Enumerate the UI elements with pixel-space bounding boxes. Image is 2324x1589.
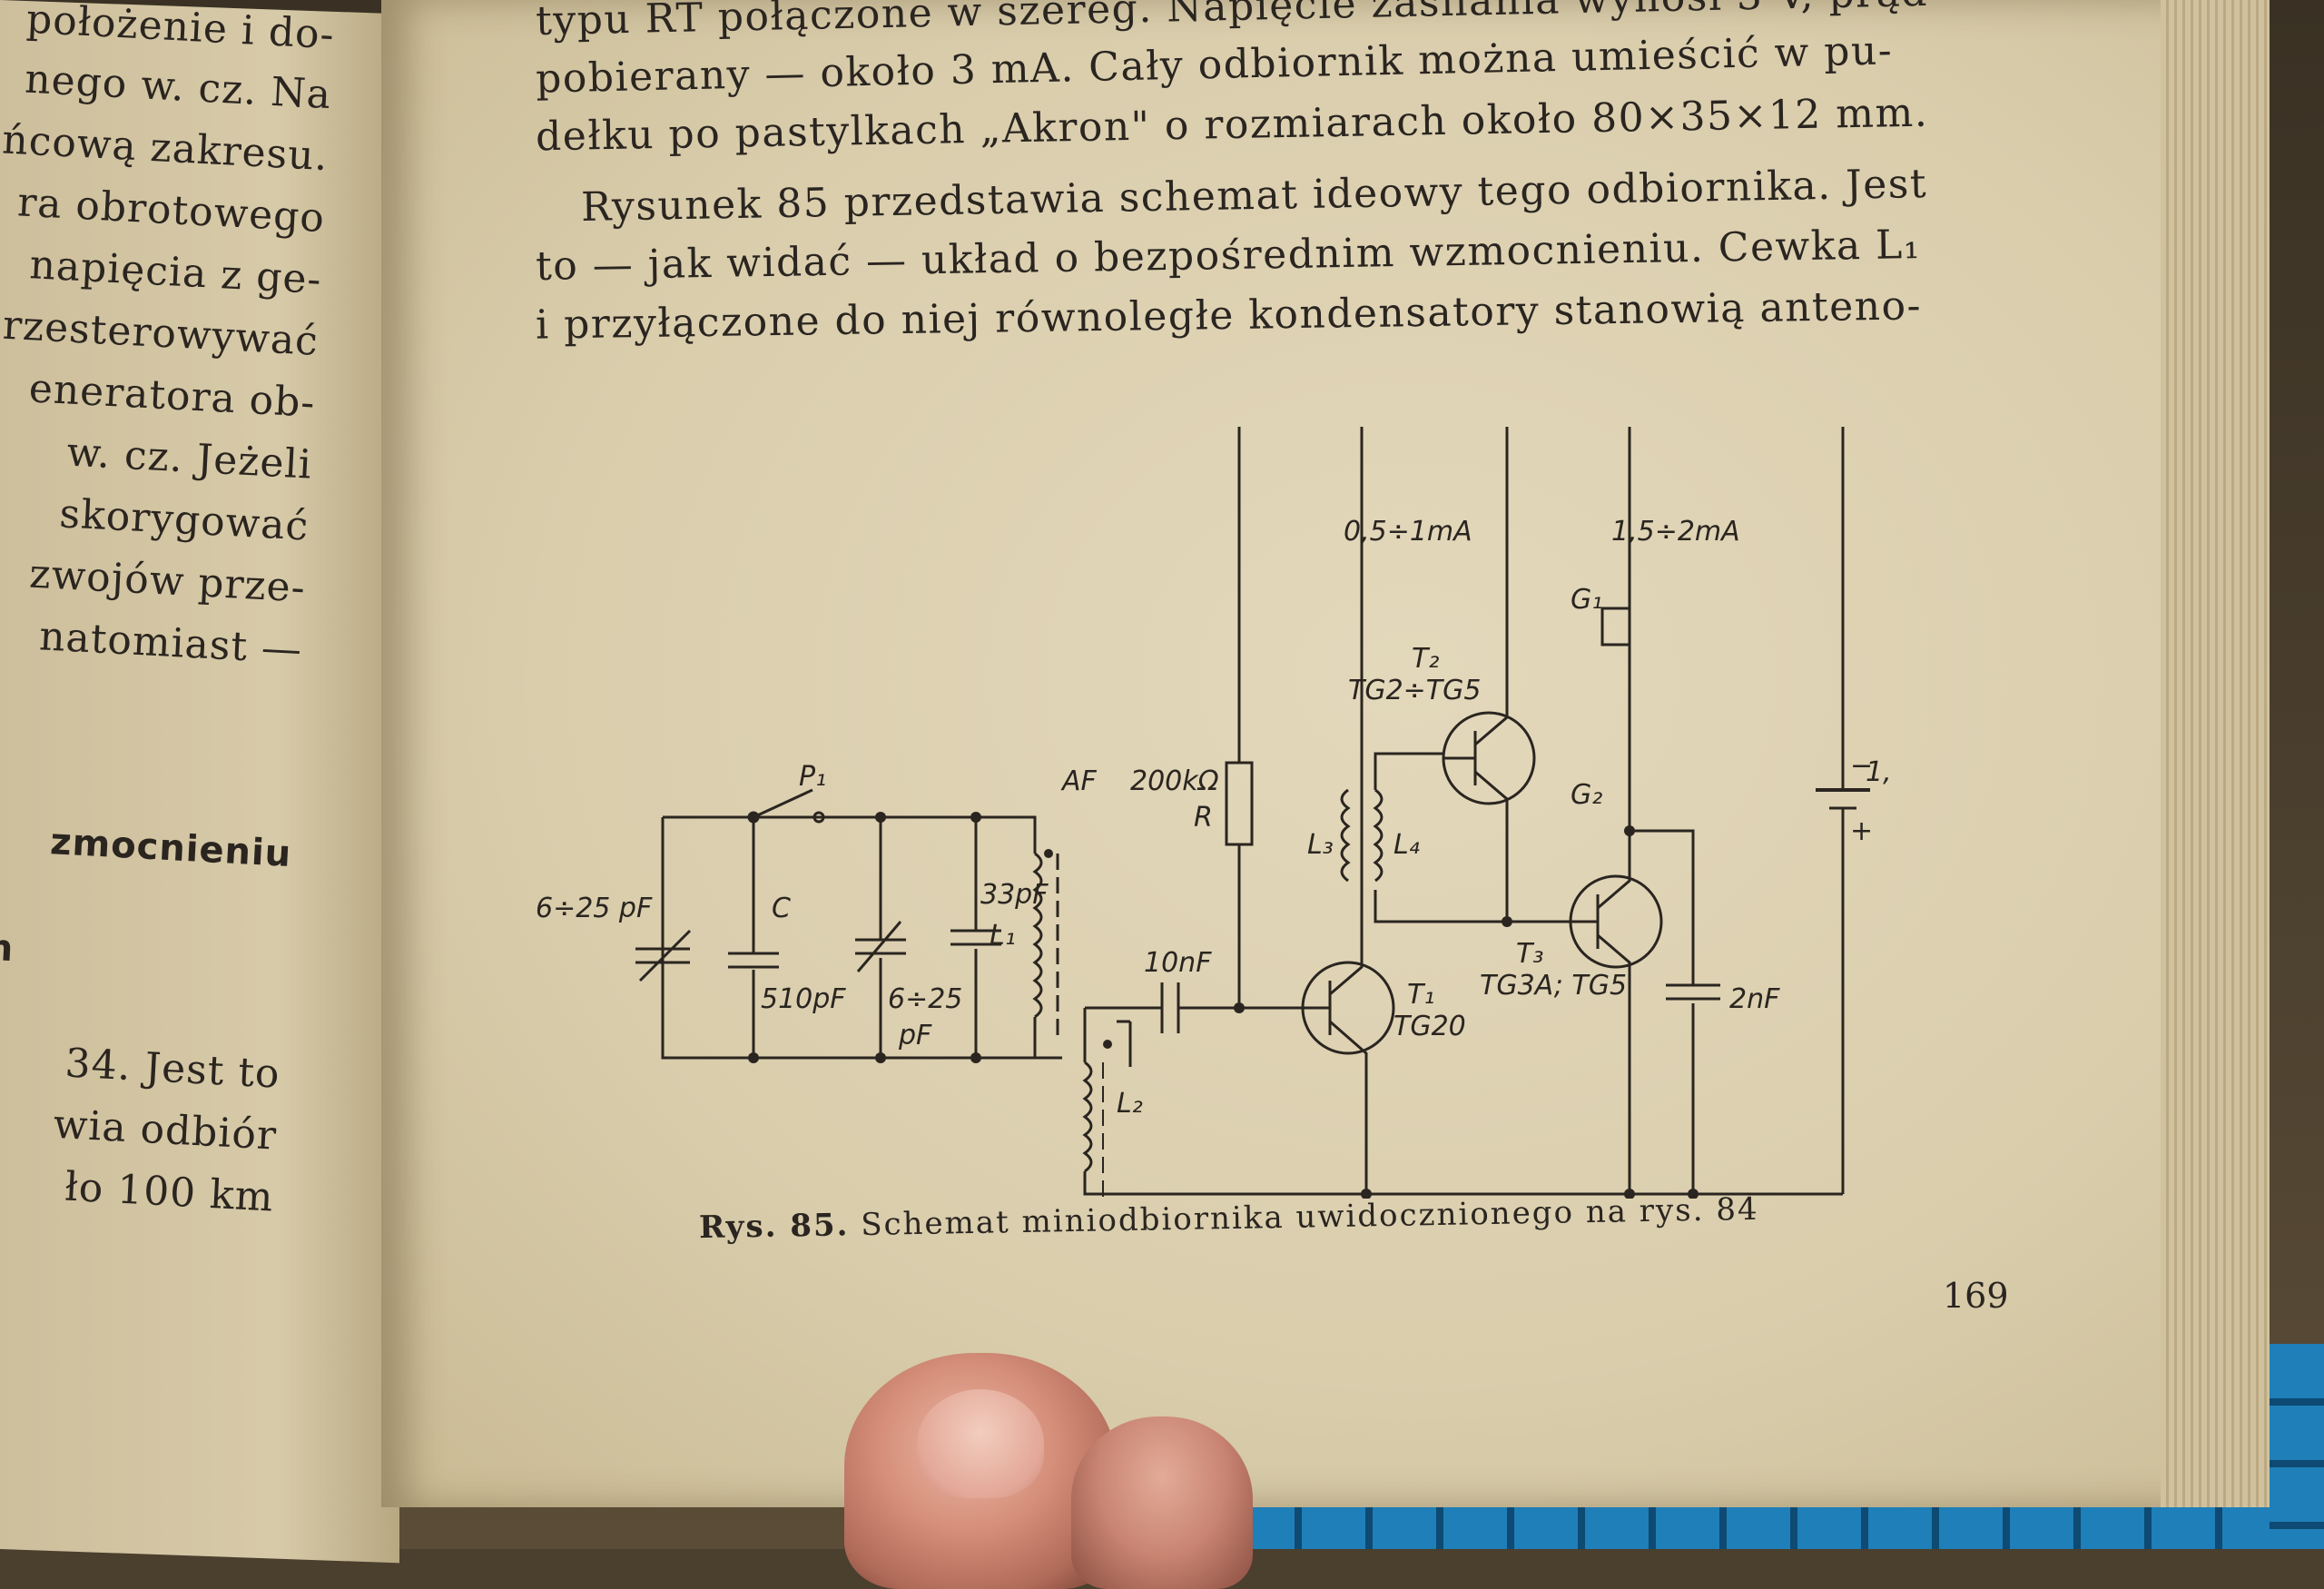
label-af: AF: [1060, 765, 1098, 797]
label-g2: G₂: [1571, 779, 1602, 811]
label-switch-p1: P₁: [799, 761, 826, 793]
label-g1: G₁: [1571, 584, 1602, 616]
label-cap3-unit: pF: [898, 1020, 932, 1051]
label-cap-2nf: 2nF: [1729, 983, 1780, 1015]
label-battery-plus: +: [1850, 815, 1873, 847]
left-section-heading: zmocnieniu: [49, 821, 293, 876]
label-t2-name: T₂: [1412, 643, 1439, 675]
label-resistor-name: R: [1194, 802, 1213, 834]
left-line: zwojów prze-: [28, 550, 307, 612]
label-coil-l4: L₄: [1393, 829, 1420, 861]
label-cap2-value: 510pF: [761, 983, 846, 1015]
label-cap1: 6÷25 pF: [536, 893, 653, 924]
label-resistor-value: 200kΩ: [1130, 765, 1219, 797]
label-battery-minus: −: [1850, 750, 1873, 782]
left-line: ło 100 km: [64, 1163, 275, 1221]
label-coil-l1: L₁: [990, 920, 1016, 952]
left-line: 34. Jest to: [64, 1040, 281, 1098]
label-t3-type: TG3A; TG5: [1480, 970, 1627, 1002]
keyboard-keys-side: [2270, 1344, 2324, 1549]
left-section-heading-2: m: [0, 926, 15, 971]
left-line: rzesterowywać: [1, 301, 320, 365]
left-line: natomiast —: [38, 613, 304, 674]
label-coil-l3: L₃: [1307, 829, 1334, 861]
circuit-schematic: 6÷25 pF C 510pF 6÷25 pF 33pF L₁ L₂ L₃ L₄…: [536, 427, 1888, 1199]
left-line: skorygować: [58, 490, 310, 550]
label-current2: 1,5÷2mA: [1611, 516, 1740, 548]
label-cap-coupling: 10nF: [1144, 947, 1212, 979]
label-current1: 0,5÷1mA: [1344, 516, 1472, 548]
label-t1-type: TG20: [1393, 1011, 1466, 1042]
right-page: [381, 0, 2251, 1507]
thumbnail: [917, 1389, 1044, 1498]
left-line: w. cz. Jeżeli: [65, 429, 313, 489]
label-battery: 1,5÷4,5V: [1866, 756, 1888, 788]
left-line: ra obrotowego: [16, 179, 327, 242]
label-cap4: 33pF: [980, 879, 1049, 911]
left-line: wia odbiór: [52, 1100, 279, 1160]
label-cap3-value: 6÷25: [888, 983, 962, 1015]
page-number: 169: [1943, 1276, 2009, 1316]
label-coil-l2: L₂: [1117, 1088, 1143, 1120]
left-line: ńcową zakresu.: [1, 116, 330, 181]
label-t3-name: T₃: [1516, 938, 1543, 970]
left-line: nego w. cz. Na: [24, 55, 333, 119]
left-line: napięcia z ge-: [28, 242, 323, 303]
finger: [1071, 1416, 1253, 1589]
label-t2-type: TG2÷TG5: [1348, 675, 1481, 706]
caption-prefix: Rys. 85.: [698, 1207, 850, 1247]
label-cap2-name: C: [772, 893, 791, 924]
page-edges: [2161, 0, 2270, 1507]
label-t1-name: T₁: [1407, 979, 1434, 1011]
left-line: eneratora ob-: [27, 365, 317, 427]
